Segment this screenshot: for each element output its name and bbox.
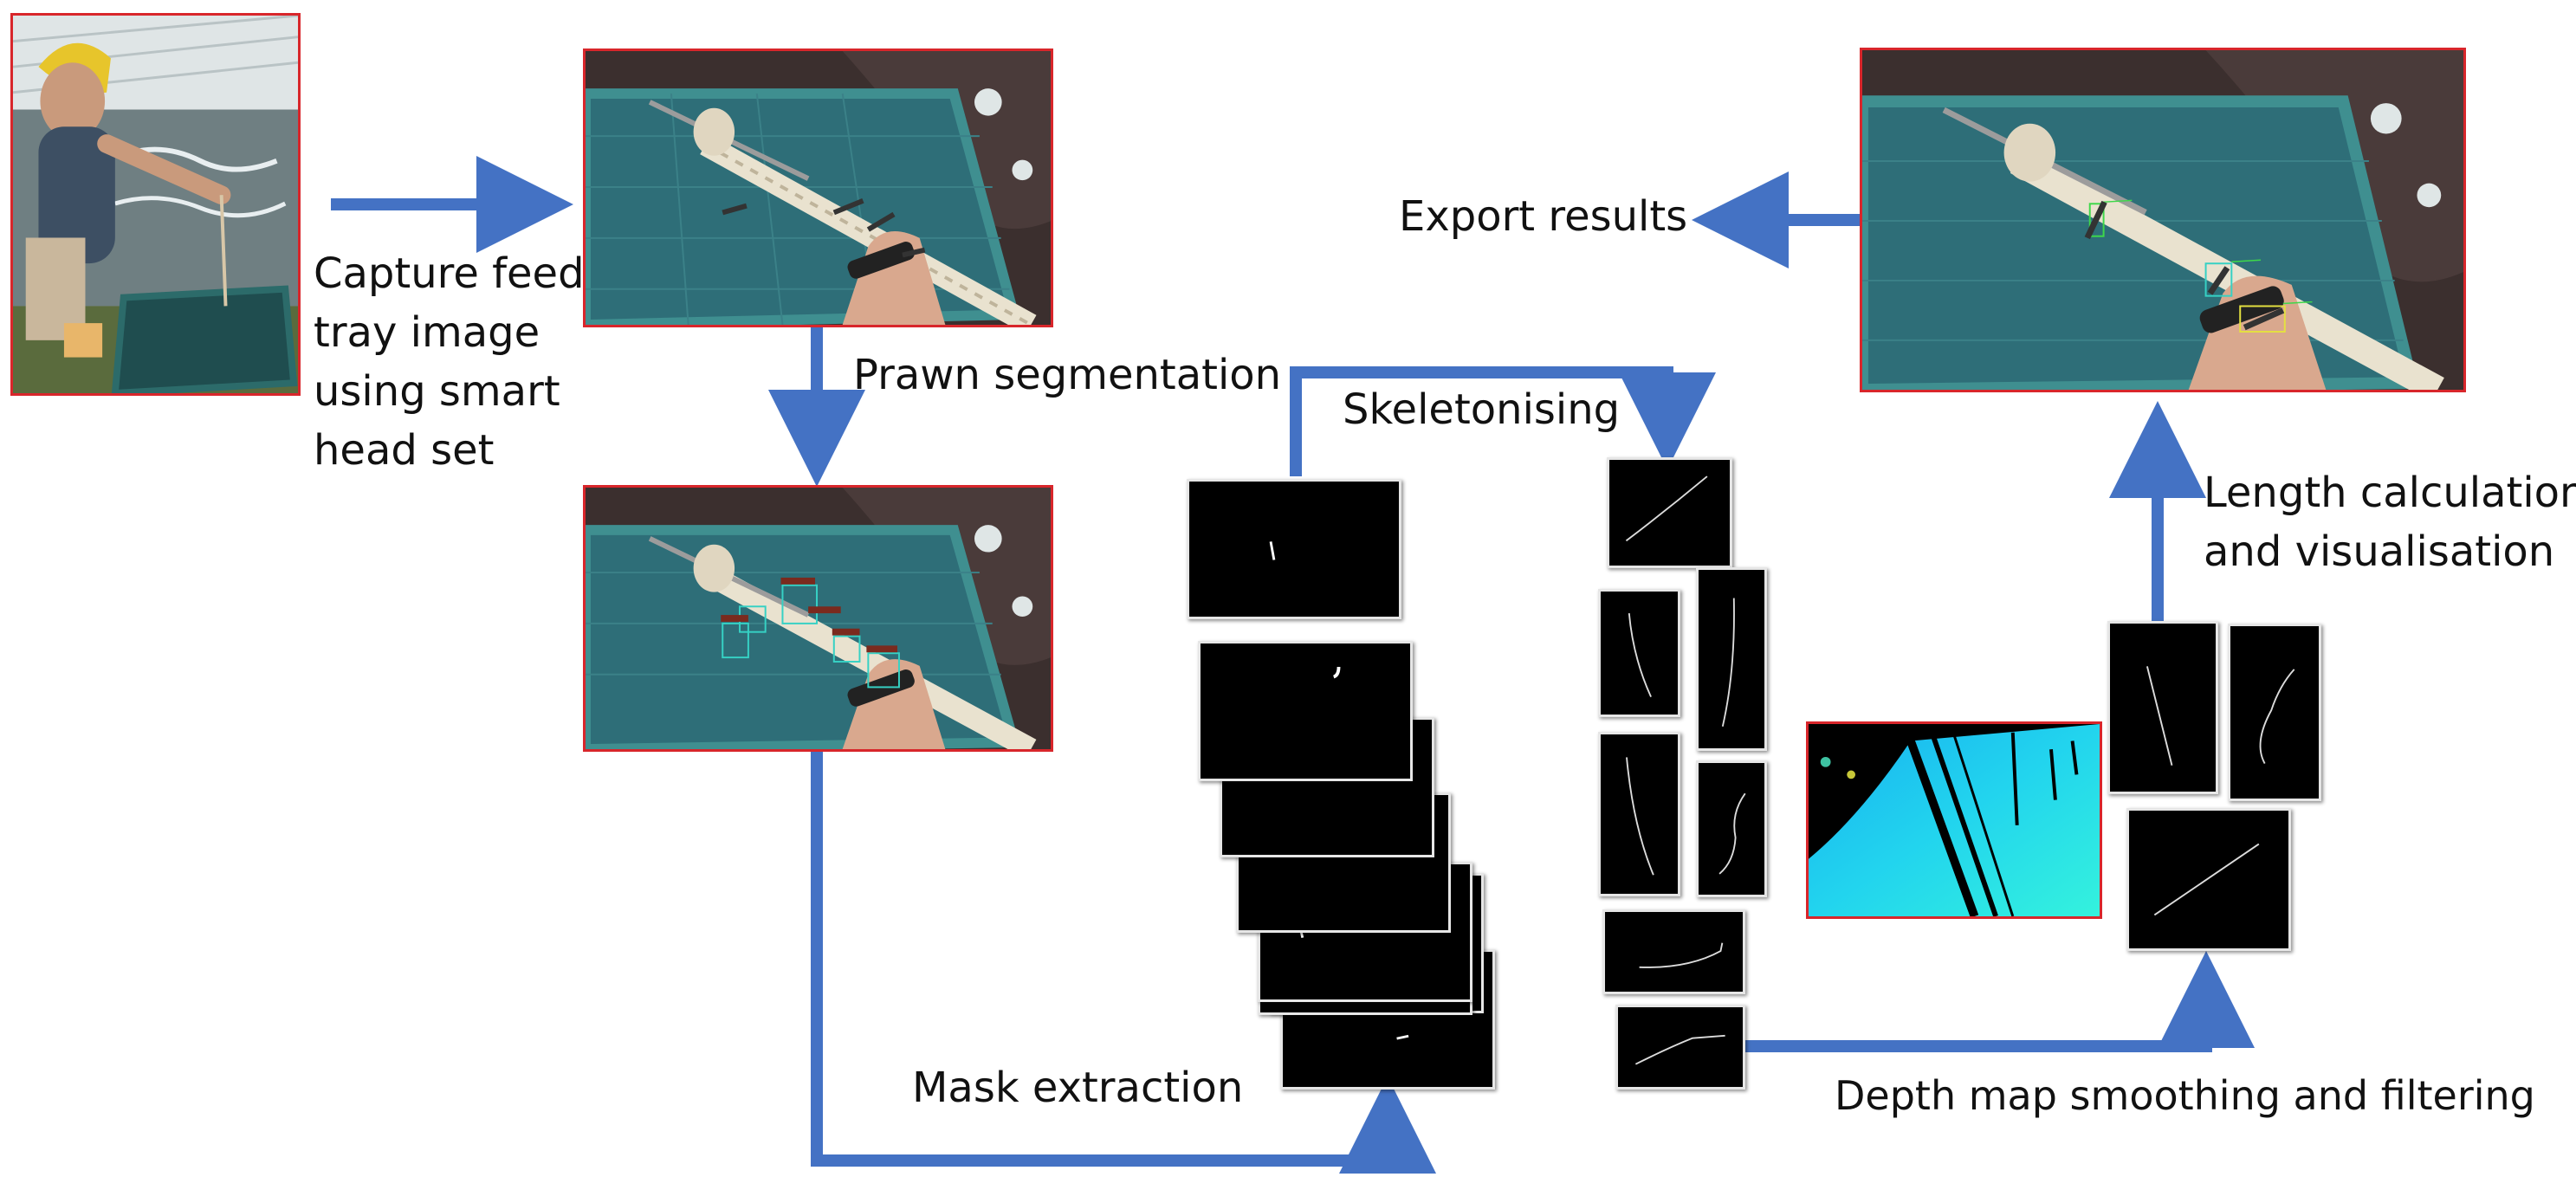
length-image xyxy=(2107,621,2218,794)
label-depth-map: Depth map smoothing and filtering xyxy=(1835,1072,2535,1119)
label-prawn-segmentation: Prawn segmentation xyxy=(853,351,1282,399)
mask-image xyxy=(1187,479,1401,619)
skeleton-image xyxy=(1615,1005,1745,1090)
skeleton-image xyxy=(1602,909,1745,994)
farmer-photo xyxy=(10,13,301,396)
arrow-skeletons-to-lengths xyxy=(1741,951,2255,1052)
feed-tray-photo xyxy=(583,49,1053,327)
arrow-segmented-to-masks xyxy=(811,752,1436,1174)
length-image xyxy=(2126,808,2291,951)
label-skeletonising: Skeletonising xyxy=(1343,385,1621,434)
skeleton-image xyxy=(1696,567,1767,751)
label-length-calculation: Length calculation and visualisation xyxy=(2204,469,2576,576)
skeleton-image xyxy=(1607,457,1732,568)
label-mask-extraction: Mask extraction xyxy=(912,1064,1244,1112)
depth-map xyxy=(1806,721,2102,919)
arrow-masks-to-skeletons xyxy=(1290,366,1716,476)
skeleton-image xyxy=(1696,760,1767,897)
label-capture: Capture feed tray image using smart head… xyxy=(314,249,585,475)
segmented-photo xyxy=(583,485,1053,752)
length-image xyxy=(2228,624,2321,801)
skeleton-image xyxy=(1598,732,1680,896)
mask-image xyxy=(1198,641,1413,781)
skeleton-image xyxy=(1598,589,1680,717)
label-export-results: Export results xyxy=(1399,192,1688,241)
result-photo xyxy=(1860,48,2466,392)
